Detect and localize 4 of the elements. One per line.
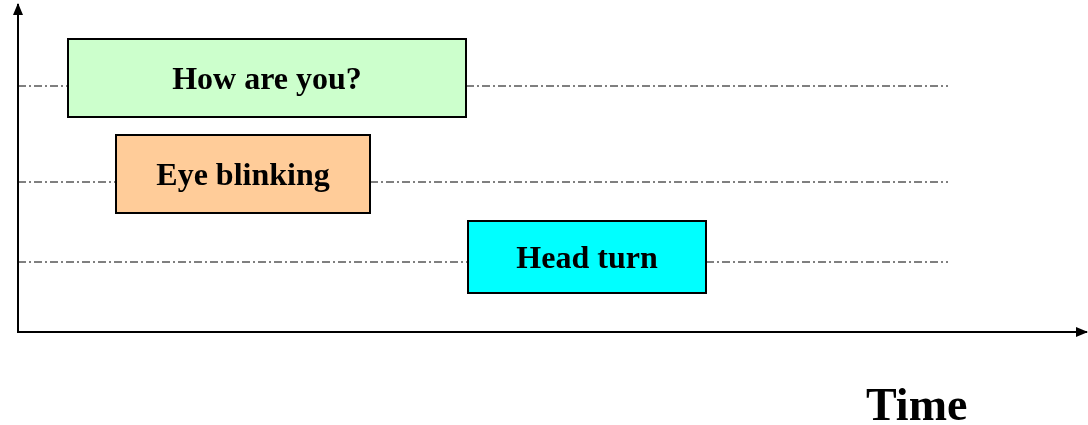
axis-label: Time	[866, 378, 968, 425]
event-box: How are you?	[67, 38, 467, 118]
event-box: Head turn	[467, 220, 707, 294]
event-box: Eye blinking	[115, 134, 371, 214]
